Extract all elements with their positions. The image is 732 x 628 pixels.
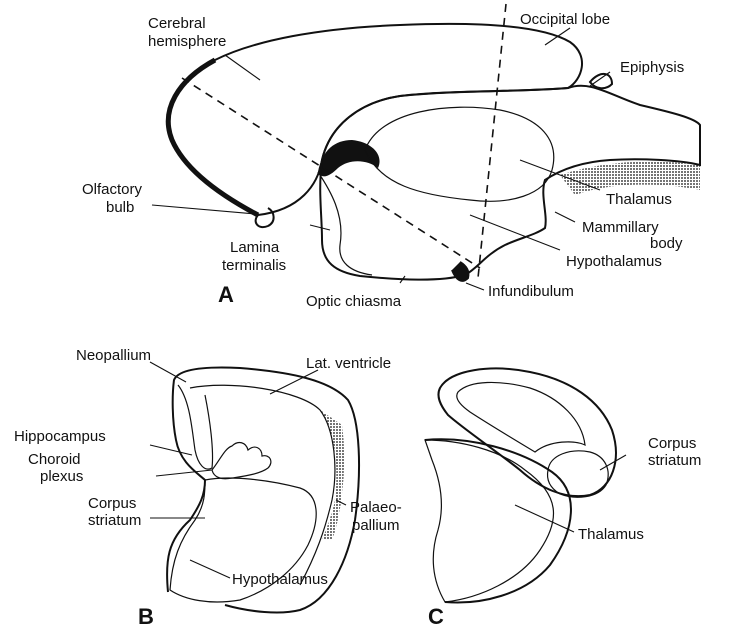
- label-striatum-c: striatum: [648, 452, 701, 469]
- panel-b-ventricle: [190, 385, 335, 585]
- label-thalamus-a: Thalamus: [606, 191, 672, 208]
- label-choroid: Choroid: [28, 451, 81, 468]
- label-thalamus-c: Thalamus: [578, 526, 644, 543]
- label-olfactory: Olfactory: [82, 181, 143, 198]
- panel-a-labels: Cerebral hemisphere Occipital lobe Epiph…: [82, 11, 684, 310]
- choroid-plexus-shape: [212, 443, 271, 479]
- label-lat-ventricle: Lat. ventricle: [306, 355, 391, 372]
- label-hypothalamus-a: Hypothalamus: [566, 253, 662, 270]
- label-bulb: bulb: [106, 199, 134, 216]
- label-corpus-c: Corpus: [648, 435, 696, 452]
- label-occipital-lobe: Occipital lobe: [520, 11, 610, 28]
- panel-c-labels: Corpus striatum Thalamus C: [428, 435, 701, 628]
- panel-c-thalamus: [425, 440, 554, 602]
- palaeopallium-band: [320, 410, 344, 540]
- label-body: body: [650, 235, 683, 252]
- cerebral-hemisphere-shape: [168, 24, 582, 215]
- label-terminalis: terminalis: [222, 257, 286, 274]
- panel-a-leaders: [152, 28, 610, 290]
- epiphysis-shape: [590, 74, 612, 88]
- panel-c-drawing: [425, 369, 616, 603]
- label-cerebral: Cerebral: [148, 15, 206, 32]
- panel-letter-c: C: [428, 604, 444, 628]
- label-pallium: pallium: [352, 517, 400, 534]
- panel-letter-b: B: [138, 604, 154, 628]
- hemisphere-dark-rim: [168, 60, 258, 215]
- label-mammillary: Mammillary: [582, 219, 659, 236]
- label-hypothalamus-b: Hypothalamus: [232, 571, 328, 588]
- label-neopallium: Neopallium: [76, 347, 151, 364]
- label-optic-chiasma: Optic chiasma: [306, 293, 402, 310]
- label-lamina: Lamina: [230, 239, 280, 256]
- label-plexus: plexus: [40, 468, 83, 485]
- section-line-c: [478, 4, 506, 278]
- label-corpus-b: Corpus: [88, 495, 136, 512]
- label-palaeo: Palaeo-: [350, 499, 402, 516]
- panel-b-labels: Neopallium Lat. ventricle Hippocampus Ch…: [14, 347, 402, 628]
- label-hippocampus: Hippocampus: [14, 428, 106, 445]
- label-striatum-b: striatum: [88, 512, 141, 529]
- thalamus-swelling: [365, 107, 554, 201]
- olfactory-bulb-shape: [256, 208, 274, 227]
- label-epiphysis: Epiphysis: [620, 59, 684, 76]
- label-hemisphere: hemisphere: [148, 33, 226, 50]
- dorsal-dark-band: [560, 162, 700, 195]
- label-infundibulum: Infundibulum: [488, 283, 574, 300]
- panel-letter-a: A: [218, 282, 234, 307]
